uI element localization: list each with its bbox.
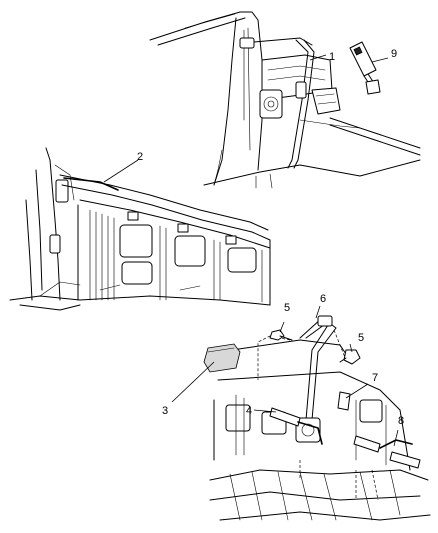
callout-4: 4 xyxy=(246,405,252,417)
view-b-pillar xyxy=(149,11,421,189)
view-cab-interior xyxy=(9,147,271,311)
callout-5-right: 5 xyxy=(358,332,364,344)
callout-3: 3 xyxy=(162,405,168,417)
callout-6: 6 xyxy=(320,293,326,305)
callout-9: 9 xyxy=(391,48,397,60)
leader-lines xyxy=(103,54,399,447)
callout-5-left: 5 xyxy=(284,302,290,314)
seat-belt-buckle xyxy=(349,41,381,95)
bolt-left xyxy=(269,329,293,341)
callout-8: 8 xyxy=(398,415,404,427)
bolt-right xyxy=(339,349,361,365)
callout-7: 7 xyxy=(372,372,378,384)
view-rear-belt-assembly xyxy=(203,315,431,521)
head-restraint xyxy=(203,343,241,373)
callout-2: 2 xyxy=(137,151,143,163)
callout-1: 1 xyxy=(329,51,335,63)
